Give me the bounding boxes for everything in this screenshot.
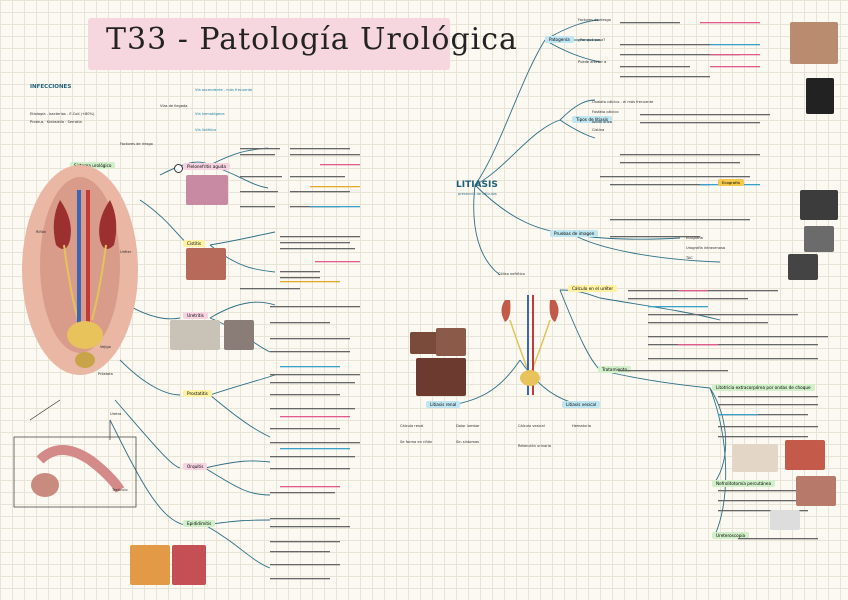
anatomy-label: Riñón — [36, 230, 47, 234]
renal-item: Sin síntomas — [456, 440, 480, 444]
stone-photo — [416, 358, 466, 396]
branch-label: Pruebas de imagen — [550, 230, 599, 237]
urography-photo — [804, 226, 834, 252]
kidney-section-photo — [790, 22, 838, 64]
litiasis-detail-lines — [600, 14, 770, 274]
litiasis-subheading: presencia de cálculos — [458, 192, 497, 196]
patogenia-item: Puede afectar a — [578, 60, 607, 64]
tipo-litiasis: Fosfato cálcico — [592, 110, 619, 114]
organ-label: Prostatitis — [183, 390, 212, 397]
anatomy-label: Uretra — [110, 412, 122, 416]
testis-photo — [172, 545, 206, 585]
anatomy-label: Próstata — [98, 372, 113, 376]
colico-treatment: Tratamiento — [598, 366, 632, 373]
kidney-photo — [186, 175, 228, 205]
imagen-item: TAC — [686, 256, 693, 260]
tipo-litiasis: Cistina — [592, 128, 605, 132]
bladder-photo — [186, 248, 226, 280]
tipo-litiasis: Oxalato cálcico - el más frecuente — [592, 100, 654, 104]
vesical-item: Cálculo vesical — [518, 424, 545, 428]
infecciones-row: Proteus · Klebsiella · Serratia — [30, 120, 82, 124]
vesical-item: Retención urinaria — [518, 444, 551, 448]
anatomy-label: Testículo — [112, 488, 128, 492]
procedure-label: Nefrolitotomía percutánea — [712, 480, 776, 487]
imagen-item: Urografía intravenosa — [686, 246, 726, 250]
litiasis-heading: LITIASIS — [456, 180, 498, 190]
infecciones-row: Vía linfática — [195, 128, 217, 132]
vesical-item: Hematuria — [572, 424, 591, 428]
page-title: T33 - Patología Urológica — [106, 22, 518, 57]
infecciones-row: Vía ascendente - más frecuente — [195, 88, 253, 92]
infecciones-row: Etiología - bacterias - E.Coli (+80%) — [30, 112, 95, 116]
organ-label: Pielonefritis aguda — [183, 163, 230, 170]
litiasis-type: Litiasis vesical — [562, 401, 601, 408]
epididymis-photo — [130, 545, 170, 585]
branch-label: Tipos de litiasis — [572, 116, 613, 123]
sistema-heading: Sistema urológico — [70, 162, 116, 169]
stone-photo — [410, 332, 444, 354]
specimen-photo — [224, 320, 254, 350]
colico-detail-lines — [598, 286, 838, 586]
stone-photo — [436, 328, 466, 356]
patogenia-item: Factores de riesgo — [578, 18, 611, 22]
patogenia-item: ¿Por qué pasa? — [578, 38, 606, 42]
procedure-label: Ureteroscopia — [712, 532, 750, 539]
nephrostomy-diagram — [796, 476, 836, 506]
organ-detail-area — [240, 146, 370, 586]
organ-label: Orquitis — [183, 463, 208, 470]
ultrasound-photo — [800, 190, 838, 220]
organ-marker-icon — [174, 164, 183, 173]
xray-photo — [806, 78, 834, 114]
infecciones-heading: INFECCIONES — [30, 84, 72, 90]
organ-label: Cistitis — [183, 240, 206, 247]
procedure-label: Litotricia extracorpórea por ondas de ch… — [712, 384, 815, 391]
tipo-litiasis: Ácido úrico — [592, 120, 612, 124]
infecciones-row: Vías de llegada — [160, 104, 188, 108]
colico-heading: Cólico nefrítico — [498, 272, 525, 276]
anatomy-label: Uréter — [120, 250, 132, 254]
lithotripsy-illustration — [732, 444, 778, 472]
branch-label: Patogenia — [545, 36, 574, 43]
endoscope-diagram — [770, 510, 800, 530]
renal-item: Se forma en riñón — [400, 440, 433, 444]
organ-label: Epididimitis — [183, 520, 216, 527]
tac-photo — [788, 254, 818, 280]
renal-item: Dolor lumbar — [456, 424, 480, 428]
renal-item: Cálculo renal — [400, 424, 424, 428]
imagen-item: Ecografía — [686, 236, 703, 240]
title-banner — [88, 18, 450, 70]
organ-label: Uretritis — [183, 312, 208, 319]
infecciones-row: Factores de riesgo — [120, 142, 153, 146]
infecciones-row: Vía hematógena — [195, 112, 225, 116]
colico-cause: Cálculo en el uréter — [568, 285, 618, 292]
litiasis-type: Litiasis renal — [426, 401, 461, 408]
kidney-diagram — [785, 440, 825, 470]
microscopy-photo — [170, 320, 220, 350]
callout-tag: Ecografía — [718, 179, 744, 186]
anatomy-label: Vejiga — [100, 345, 111, 349]
